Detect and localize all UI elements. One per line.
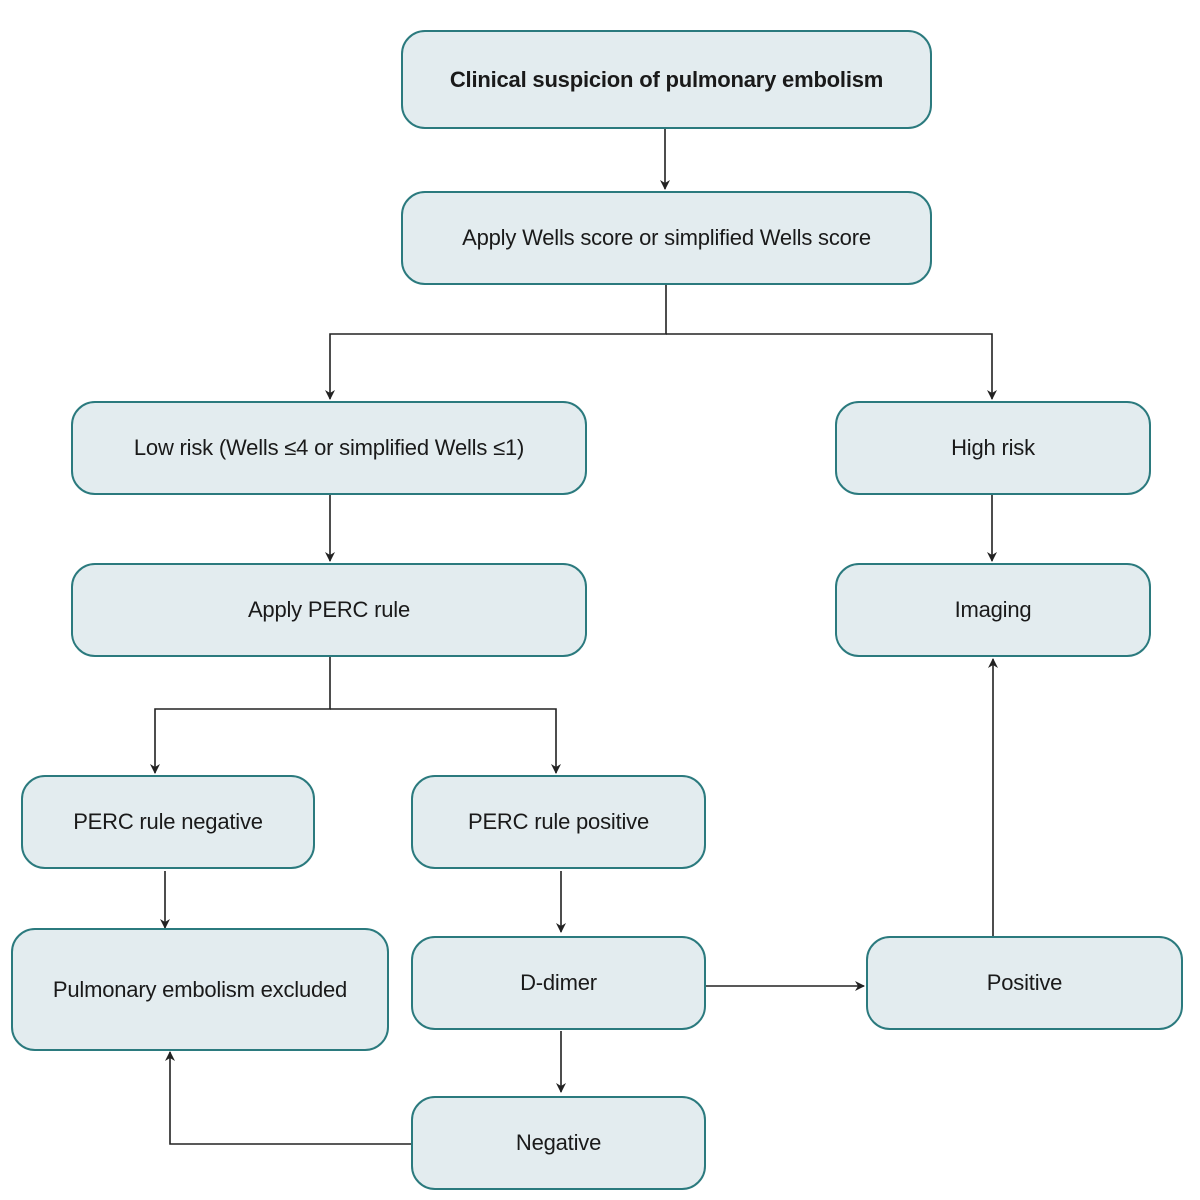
node-positive: Positive bbox=[866, 936, 1183, 1030]
node-high-risk: High risk bbox=[835, 401, 1151, 495]
connector-wells-split bbox=[325, 284, 667, 400]
node-apply-perc-rule: Apply PERC rule bbox=[71, 563, 587, 657]
node-clinical-suspicion: Clinical suspicion of pulmonary embolism bbox=[401, 30, 932, 129]
connector-perc-split bbox=[150, 656, 331, 774]
node-perc-rule-positive: PERC rule positive bbox=[411, 775, 706, 869]
arrow-negative-to-excluded bbox=[165, 1051, 412, 1145]
node-negative: Negative bbox=[411, 1096, 706, 1190]
arrow-to-perc-positive bbox=[330, 708, 561, 774]
node-d-dimer: D-dimer bbox=[411, 936, 706, 1030]
node-low-risk: Low risk (Wells ≤4 or simplified Wells ≤… bbox=[71, 401, 587, 495]
node-perc-rule-negative: PERC rule negative bbox=[21, 775, 315, 869]
arrow-to-high-risk bbox=[666, 333, 997, 400]
node-apply-wells-score: Apply Wells score or simplified Wells sc… bbox=[401, 191, 932, 285]
node-imaging: Imaging bbox=[835, 563, 1151, 657]
node-pulmonary-embolism-excluded: Pulmonary embolism excluded bbox=[11, 928, 389, 1051]
